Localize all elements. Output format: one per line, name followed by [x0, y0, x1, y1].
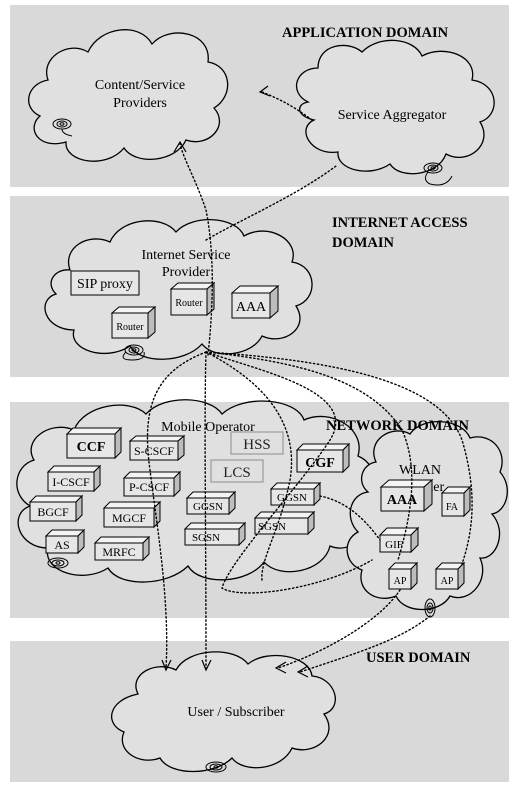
p-cscf-node: P-CSCF: [122, 470, 182, 498]
sgsn-node-b: SGSN: [253, 510, 316, 536]
link-wlan-to-user-a: [277, 589, 401, 669]
as-node: AS: [44, 528, 86, 555]
as-label: AS: [54, 538, 69, 552]
ggsn-a-label: GGSN: [193, 501, 223, 513]
fa-label: FA: [446, 502, 459, 513]
link-isp-to-content: [179, 143, 213, 356]
sgsn-b-label: SGSN: [258, 521, 286, 533]
network-domain-title: NETWORK DOMAIN: [326, 418, 470, 434]
link-isp-to-mobile-left: [146, 351, 207, 669]
cgf-node: CGF: [295, 442, 351, 474]
hss-label: HSS: [243, 437, 271, 453]
wlan-antenna-icon: [424, 598, 436, 618]
wlan-aaa-node: AAA: [379, 478, 434, 513]
service-aggregator-label: Service Aggregator: [338, 108, 447, 123]
content-providers-label-line1: Content/Service: [95, 78, 185, 93]
sgsn-node-a: SGSN: [183, 521, 247, 547]
user-subscriber-label: User / Subscriber: [187, 705, 285, 720]
fa-node: FA: [440, 485, 472, 518]
mrfc-node: MRFC: [93, 535, 151, 562]
isp-label-line2: Provider: [162, 265, 211, 280]
link-isp-to-wlan-a: [205, 351, 413, 561]
link-isp-to-mobile-center: [204, 351, 207, 669]
internet-access-domain-title-line2: DOMAIN: [332, 235, 395, 251]
internet-access-domain-title-line1: INTERNET ACCESS: [332, 215, 468, 231]
link-wlan-to-user-b: [299, 615, 431, 673]
wlan-aaa-label: AAA: [387, 493, 418, 508]
ccf-node: CCF: [65, 426, 123, 460]
ggsn-node-a: GGSN: [185, 490, 237, 516]
ap-b-label: AP: [441, 576, 454, 587]
wlan-provider-cloud: [346, 421, 508, 610]
p-cscf-label: P-CSCF: [129, 480, 169, 494]
link-ggsn-to-gif: [319, 495, 381, 541]
ggsn-b-label: GGSN: [277, 492, 307, 504]
bgcf-node: BGCF: [28, 494, 84, 523]
sgsn-a-label: SGSN: [192, 532, 220, 544]
link-mobile-loop: [205, 351, 373, 594]
bgcf-label: BGCF: [37, 505, 69, 519]
ap-a-label: AP: [394, 576, 407, 587]
cgf-label: CGF: [305, 456, 335, 471]
gif-node: GIF: [378, 526, 420, 554]
i-cscf-label: I-CSCF: [52, 475, 90, 489]
lcs-node: LCS: [210, 459, 264, 483]
router-node-b: Router: [110, 305, 157, 340]
content-providers-cloud: [28, 29, 229, 162]
mrfc-label: MRFC: [102, 545, 135, 559]
user-domain-title: USER DOMAIN: [366, 650, 471, 666]
service-aggregator-antenna-icon: [423, 162, 453, 186]
link-isp-to-wlan-b: [205, 351, 473, 565]
sip-proxy-node: SIP proxy: [70, 270, 140, 296]
mobile-operator-label: Mobile Operator: [161, 420, 255, 435]
isp-aaa-node: AAA: [230, 284, 280, 320]
user-subscriber-cloud: [111, 651, 336, 773]
s-cscf-node: S-CSCF: [128, 434, 186, 462]
isp-antenna-icon: [122, 344, 145, 361]
mgcf-label: MGCF: [112, 511, 146, 525]
ggsn-node-b: GGSN: [269, 481, 322, 507]
link-isp-to-aggregator: [205, 165, 337, 241]
wlan-provider-label-line1: WLAN: [399, 463, 441, 478]
i-cscf-node: I-CSCF: [46, 464, 102, 493]
sip-proxy-label: SIP proxy: [77, 277, 133, 292]
isp-label-line1: Internet Service: [141, 248, 230, 263]
mobile-operator-antenna-icon: [47, 557, 69, 569]
link-aggregator-to-content: [261, 91, 313, 121]
content-providers-label-line2: Providers: [113, 96, 167, 111]
s-cscf-label: S-CSCF: [134, 444, 174, 458]
router-node-a: Router: [169, 281, 216, 317]
router-a-label: Router: [175, 298, 203, 309]
service-aggregator-cloud: [296, 39, 495, 175]
lcs-label: LCS: [223, 465, 251, 481]
ccf-label: CCF: [77, 440, 106, 455]
ap-node-b: AP: [434, 561, 466, 591]
application-domain-title: APPLICATION DOMAIN: [282, 25, 449, 41]
connections: [146, 85, 473, 678]
content-providers-antenna-icon: [52, 118, 73, 137]
gif-label: GIF: [385, 539, 403, 551]
link-isp-to-mobile-right: [205, 351, 293, 581]
user-antenna-icon: [205, 761, 227, 773]
ap-node-a: AP: [387, 561, 419, 591]
isp-aaa-label: AAA: [236, 300, 267, 315]
router-b-label: Router: [116, 322, 144, 333]
mgcf-node: MGCF: [102, 500, 162, 529]
hss-node: HSS: [230, 431, 284, 455]
